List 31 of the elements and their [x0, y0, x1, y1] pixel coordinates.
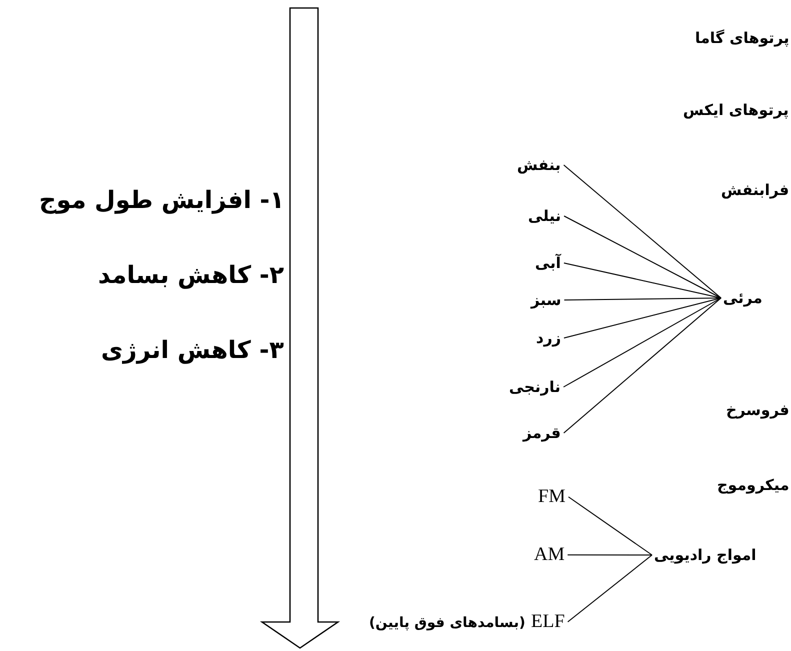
connector-line [563, 298, 722, 434]
property-label: ۳- کاهش انرژی [101, 336, 284, 364]
property-label: ۱- افزایش طول موج [39, 186, 284, 214]
spectrum-label: امواج رادیویی [653, 546, 758, 564]
spectrum-label: فرابنفش [720, 181, 790, 199]
connector-line [564, 298, 722, 300]
spectrum-label: مرئی [722, 289, 764, 307]
spectrum-label: قرمز [522, 424, 562, 442]
spectrum-label: سبز [530, 291, 562, 309]
connector-line [563, 164, 722, 298]
connector-line [563, 262, 722, 298]
band-label: AM [533, 544, 566, 566]
spectrum-label: فروسرخ [725, 401, 790, 419]
spectrum-label: نیلی [527, 207, 562, 225]
connector-line [563, 298, 722, 338]
spectrum-label: میکروموج [716, 476, 790, 494]
spectrum-label: زرد [535, 329, 562, 347]
band-label: ELF [530, 610, 566, 634]
property-label: ۲- کاهش بسامد [98, 261, 284, 289]
spectrum-label: بنفش [516, 156, 562, 174]
spectrum-label: آبی [534, 254, 562, 272]
band-label: FM [537, 486, 566, 508]
note-text: (بسامدهای فوق پایین) [368, 614, 526, 632]
connector-line [567, 554, 652, 622]
connector-line [568, 496, 652, 556]
connector-line [563, 298, 722, 388]
spectrum-label: پرتوهای ایکس [682, 101, 790, 119]
spectrum-label: پرتوهای گاما [694, 29, 790, 47]
connector-line [567, 554, 652, 556]
connector-line [564, 216, 722, 298]
spectrum-label: نارنجی [508, 378, 562, 396]
